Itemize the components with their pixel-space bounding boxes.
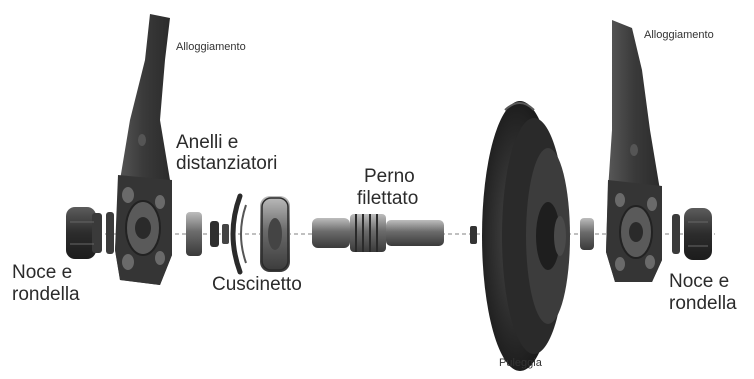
spacer-ring-1 xyxy=(186,212,202,256)
housing-right-label: Alloggiamento xyxy=(644,29,714,41)
pulley-washer-left xyxy=(470,226,477,244)
spacer-ring-2 xyxy=(210,221,219,247)
rings-label-line2: distanziatori xyxy=(176,153,278,174)
housing-left-label: Alloggiamento xyxy=(176,41,246,53)
pulley-wheel xyxy=(482,101,570,371)
left-nut xyxy=(66,207,102,259)
nut-left-label-line1: Noce e xyxy=(12,262,73,283)
retaining-clip xyxy=(230,193,247,275)
right-washer xyxy=(672,214,680,254)
spacer-ring-3 xyxy=(222,224,229,244)
pulley-label: Puleggia xyxy=(499,357,542,369)
bearing-label: Cuscinetto xyxy=(212,274,302,295)
nut-right-label-line2: rondella xyxy=(669,293,737,314)
threaded-pin xyxy=(312,214,444,252)
right-housing-plate xyxy=(606,20,662,282)
nut-left-label-line2: rondella xyxy=(12,284,80,305)
rings-label-line1: Anelli e xyxy=(176,132,239,153)
nut-right-label-line1: Noce e xyxy=(669,271,730,292)
right-nut xyxy=(684,208,712,260)
pin-label-line2: filettato xyxy=(357,188,419,209)
bearing-part xyxy=(260,196,290,272)
left-housing-plate xyxy=(115,14,172,285)
pin-label-line1: Perno xyxy=(364,166,415,187)
right-spacer xyxy=(580,218,594,250)
left-washer xyxy=(106,212,114,254)
